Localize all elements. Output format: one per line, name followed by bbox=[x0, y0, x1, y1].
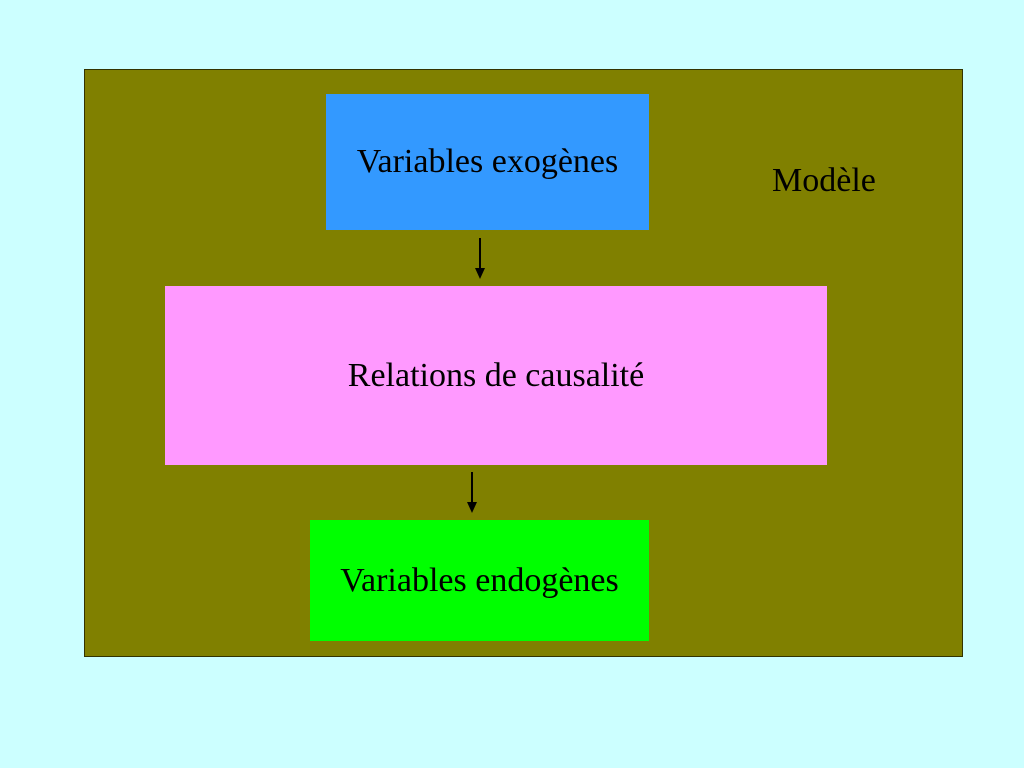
endogenous-variables-box: Variables endogènes bbox=[310, 520, 649, 641]
arrow-exogenous-to-causality bbox=[475, 238, 485, 279]
exogenous-variables-label: Variables exogènes bbox=[356, 143, 619, 180]
arrow-causality-to-endogenous bbox=[467, 472, 477, 513]
exogenous-variables-box: Variables exogènes bbox=[326, 94, 649, 230]
causality-relations-label: Relations de causalité bbox=[347, 356, 645, 394]
causality-relations-box: Relations de causalité bbox=[165, 286, 827, 465]
endogenous-variables-label: Variables endogènes bbox=[340, 561, 619, 599]
model-label: Modèle bbox=[772, 162, 876, 199]
